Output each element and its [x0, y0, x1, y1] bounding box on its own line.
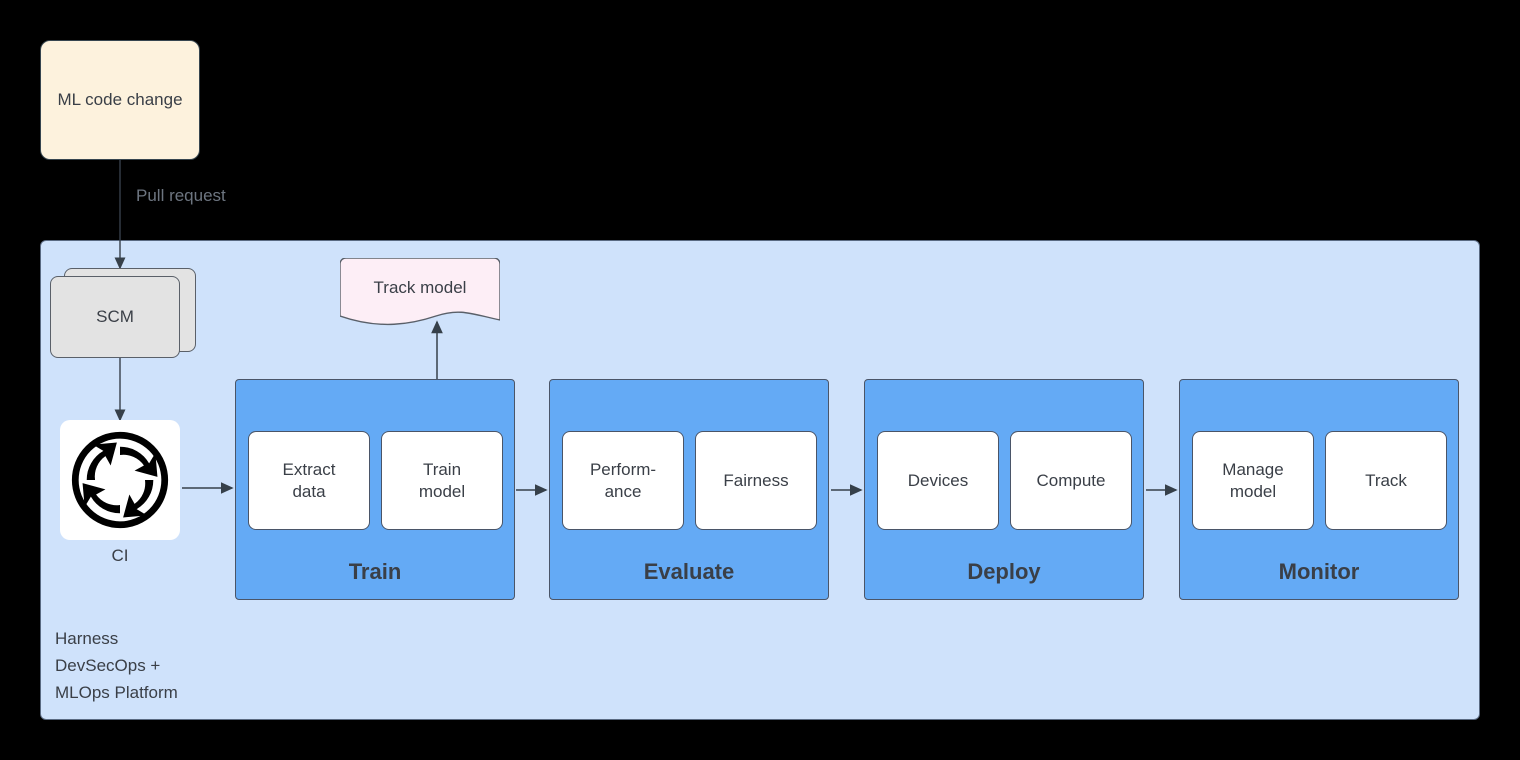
substep-track[interactable]: Track: [1325, 431, 1447, 530]
continuous-integration-cycle-icon: [71, 431, 169, 529]
substep-train-model[interactable]: Train model: [381, 431, 503, 530]
ci-node[interactable]: [60, 420, 180, 540]
scm-node[interactable]: SCM: [50, 276, 180, 358]
pull-request-edge-label: Pull request: [136, 186, 226, 205]
stage-title-monitor: Monitor: [1278, 559, 1360, 584]
stage-title-deploy: Deploy: [967, 559, 1041, 584]
substep-performance[interactable]: Perform- ance: [562, 431, 684, 530]
scm-label: SCM: [96, 306, 134, 326]
track-model-label: Track model: [373, 278, 467, 297]
substep-manage-model[interactable]: Manage model: [1192, 431, 1314, 530]
ci-label: CI: [111, 546, 129, 565]
pipeline-stage-evaluate[interactable]: Perform- ance Fairness Evaluate: [549, 379, 829, 600]
substep-fairness[interactable]: Fairness: [695, 431, 817, 530]
substep-compute[interactable]: Compute: [1010, 431, 1132, 530]
pipeline-stage-train[interactable]: Extract data Train model Train: [235, 379, 515, 600]
substep-extract-data[interactable]: Extract data: [248, 431, 370, 530]
stage-title-train: Train: [348, 559, 402, 584]
stage-title-evaluate: Evaluate: [643, 559, 735, 584]
substep-devices[interactable]: Devices: [877, 431, 999, 530]
ml-code-change-label: ML code change: [57, 89, 183, 109]
ml-code-change-card[interactable]: ML code change: [40, 40, 200, 160]
pipeline-stage-deploy[interactable]: Devices Compute Deploy: [864, 379, 1144, 600]
harness-platform-caption: Harness DevSecOps + MLOps Platform: [55, 629, 178, 703]
pipeline-stage-monitor[interactable]: Manage model Track Monitor: [1179, 379, 1459, 600]
track-model-document[interactable]: [340, 258, 500, 330]
